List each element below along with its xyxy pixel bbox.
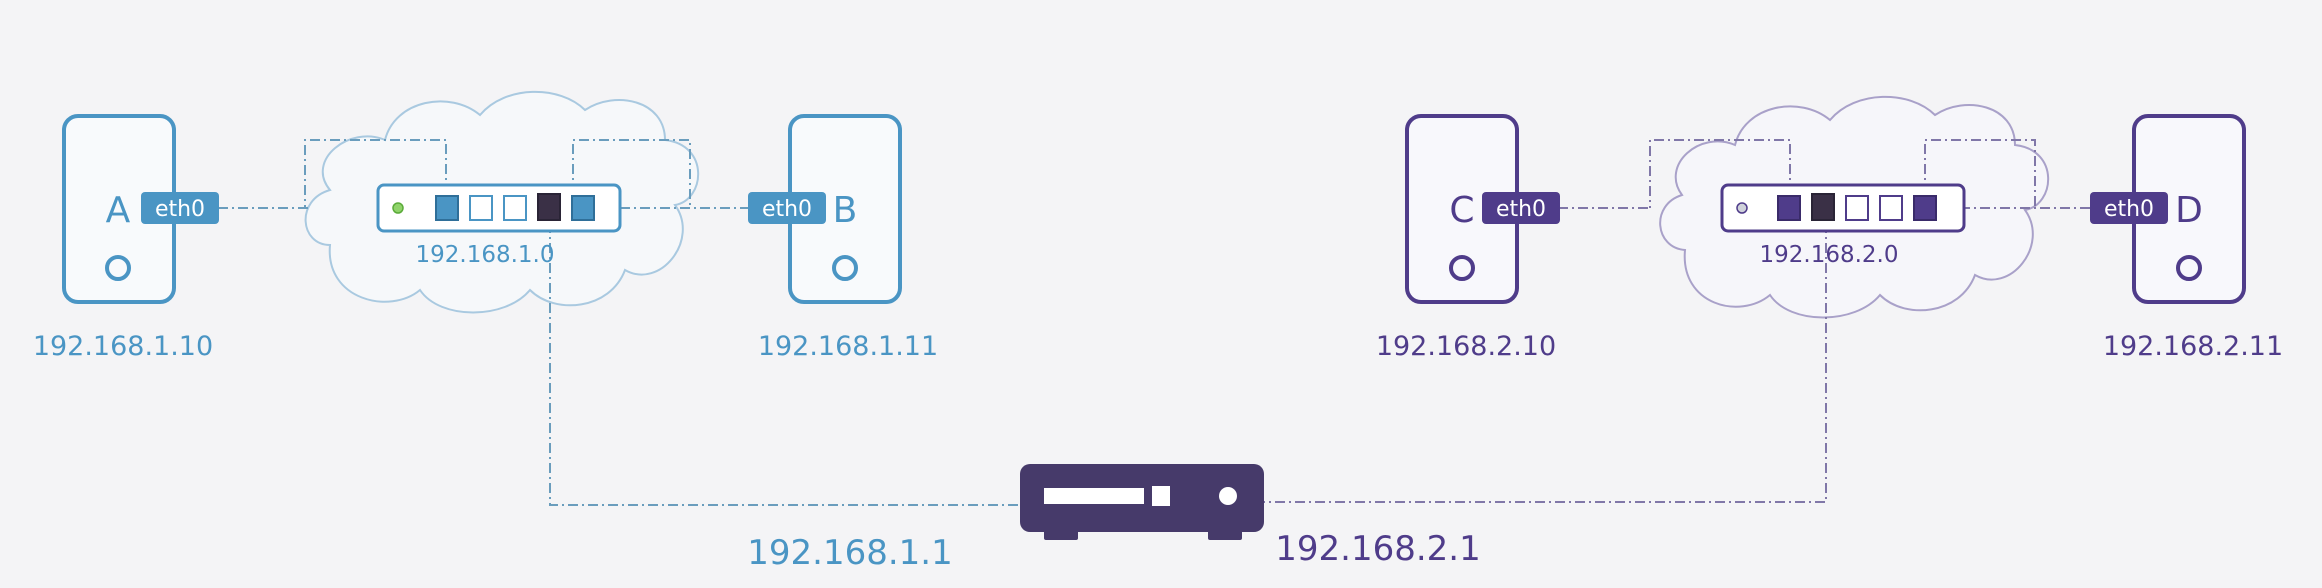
eth0-badge-bg (1482, 192, 1560, 224)
router-foot (1044, 528, 1078, 540)
host-letter: A (106, 190, 131, 231)
host-d[interactable]: D eth0 (2090, 114, 2246, 304)
router-panel (1044, 488, 1144, 504)
power-button-icon (105, 255, 131, 281)
host-ip: 192.168.1.11 (758, 331, 938, 362)
eth0-badge: eth0 (2104, 197, 2154, 222)
port-empty (1879, 195, 1903, 221)
power-button-icon (1449, 255, 1475, 281)
eth0-badge-bg (748, 192, 826, 224)
port-empty (503, 195, 527, 221)
link-line (218, 139, 1030, 506)
network-address: 192.168.1.0 (416, 242, 555, 268)
switch-1[interactable] (376, 183, 622, 233)
router-foot (1208, 528, 1242, 540)
port-active (435, 195, 459, 221)
port-uplink (1811, 193, 1835, 221)
status-led-icon (392, 202, 404, 214)
eth0-badge: eth0 (1496, 197, 1546, 222)
host-letter: B (833, 190, 858, 231)
eth0-badge-bg (2090, 192, 2168, 224)
power-button-icon (2176, 255, 2202, 281)
host-b[interactable]: B eth0 (748, 114, 902, 304)
host-a[interactable]: A eth0 (62, 114, 219, 304)
router-led-icon (1219, 487, 1237, 505)
host-ip: 192.168.2.11 (2103, 331, 2283, 362)
host-letter: C (1449, 190, 1474, 231)
port-empty (469, 195, 493, 221)
router-ip-left: 192.168.1.1 (747, 533, 952, 573)
port-active (571, 195, 595, 221)
host-c[interactable]: C eth0 (1405, 114, 1560, 304)
port-empty (1845, 195, 1869, 221)
router[interactable] (1020, 464, 1264, 540)
power-button-icon (832, 255, 858, 281)
host-ip: 192.168.2.10 (1376, 331, 1556, 362)
router-port (1152, 486, 1170, 506)
network-address: 192.168.2.0 (1760, 242, 1899, 268)
port-active (1913, 195, 1937, 221)
port-uplink (537, 193, 561, 221)
eth0-badge: eth0 (155, 197, 205, 222)
router-ip-right: 192.168.2.1 (1275, 529, 1480, 569)
link-line (1262, 139, 2090, 503)
switch-2[interactable] (1720, 183, 1966, 233)
eth0-badge: eth0 (762, 197, 812, 222)
eth0-badge-bg (141, 192, 219, 224)
status-led-icon (1736, 202, 1748, 214)
host-ip: 192.168.1.10 (33, 331, 213, 362)
port-active (1777, 195, 1801, 221)
host-letter: D (2175, 190, 2203, 231)
